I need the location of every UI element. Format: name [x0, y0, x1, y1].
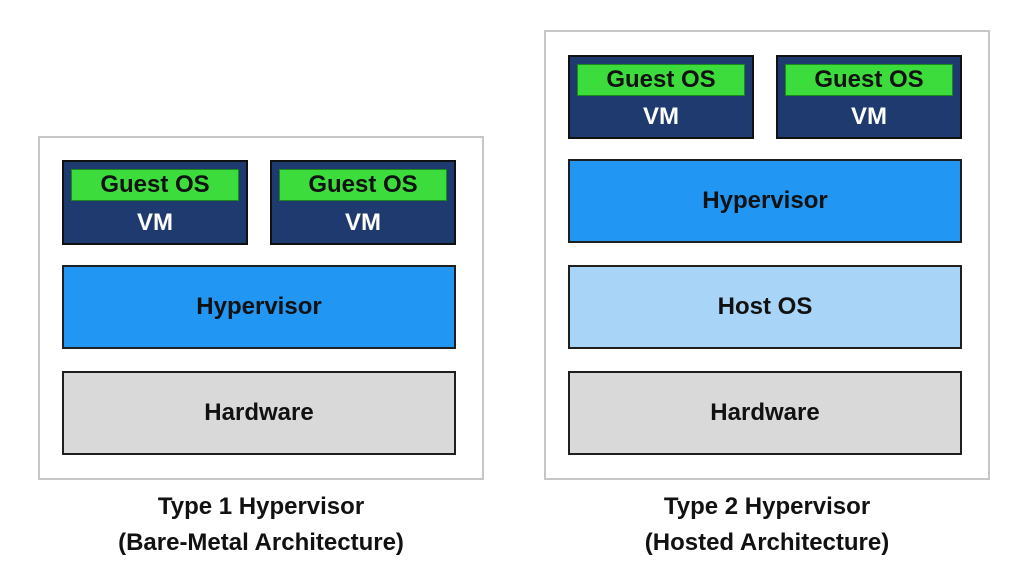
type2-vm-2-label: VM [851, 103, 887, 130]
type2-vm-1: Guest OS VM [568, 55, 754, 139]
type1-caption-subtitle: (Bare-Metal Architecture) [118, 529, 404, 556]
type2-vm-1-guest-os: Guest OS [577, 64, 745, 96]
type1-hypervisor-layer: Hypervisor [62, 265, 456, 349]
type1-vm-2-guest-os: Guest OS [279, 169, 447, 201]
type1-caption-title: Type 1 Hypervisor [157, 493, 365, 520]
type1-hardware-layer: Hardware [62, 371, 456, 455]
type2-vm-1-label: VM [643, 103, 679, 130]
type2-hypervisor-layer: Hypervisor [568, 159, 962, 243]
type1-vm-1-guest-os: Guest OS [71, 169, 239, 201]
type1-vm-1-label: VM [137, 209, 173, 236]
type1-caption: Type 1 Hypervisor (Bare-Metal Architectu… [38, 489, 484, 561]
type1-vm-2: Guest OS VM [270, 160, 456, 245]
type1-vm-1: Guest OS VM [62, 160, 248, 245]
type2-vm-2: Guest OS VM [776, 55, 962, 139]
type2-vm-2-guest-os: Guest OS [785, 64, 953, 96]
type1-vm-2-label: VM [345, 209, 381, 236]
type2-caption-title: Type 2 Hypervisor [663, 493, 871, 520]
type2-host-os-layer: Host OS [568, 265, 962, 349]
type2-caption: Type 2 Hypervisor (Hosted Architecture) [544, 489, 990, 561]
type2-hardware-layer: Hardware [568, 371, 962, 455]
type2-caption-subtitle: (Hosted Architecture) [644, 529, 890, 556]
